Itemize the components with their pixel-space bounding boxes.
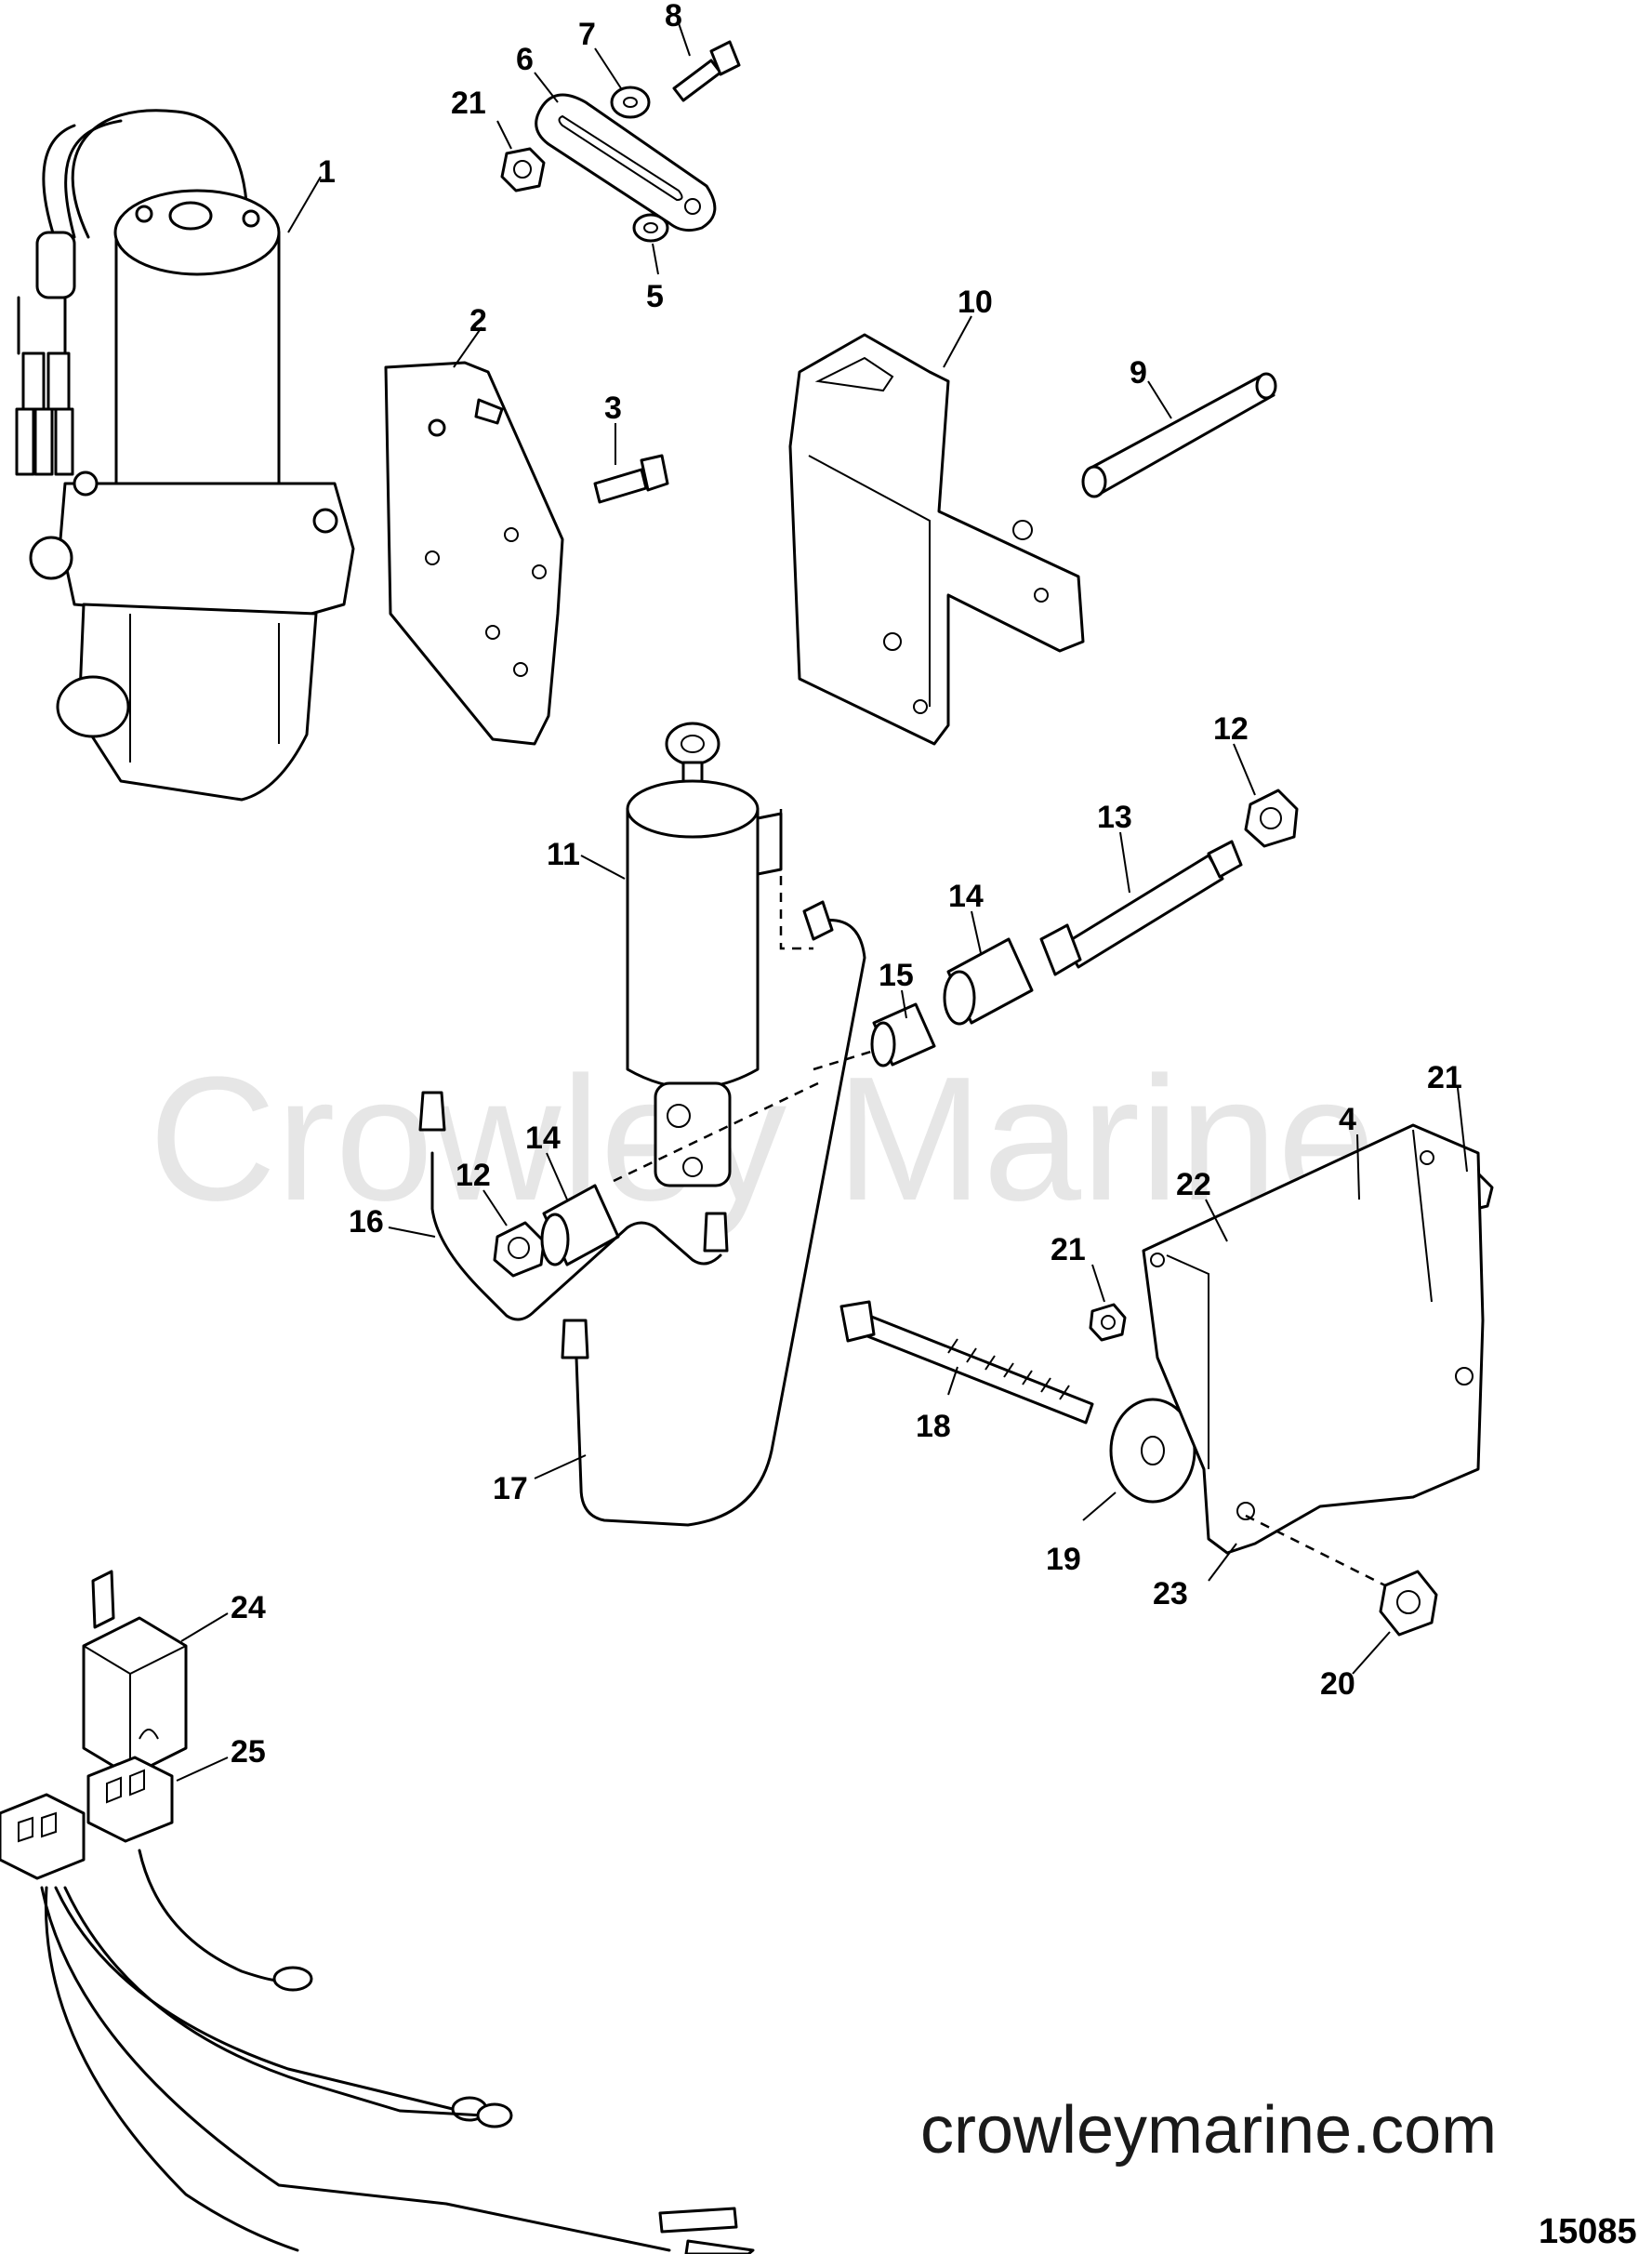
relay-24 <box>82 1570 188 1778</box>
callout-labels: 1 2 3 4 5 6 7 8 9 10 11 12 12 13 14 14 1 <box>176 0 1468 1782</box>
callout-9: 9 <box>1130 355 1147 391</box>
callout-20: 20 <box>1320 1666 1355 1702</box>
nut-20 <box>1379 1570 1438 1637</box>
callout-5: 5 <box>646 279 664 314</box>
bracket-23 <box>1142 1123 1485 1587</box>
nut-12-left <box>493 1221 546 1278</box>
callout-11: 11 <box>547 837 580 872</box>
screw-8 <box>672 40 741 102</box>
nut-21-right-lower <box>1089 1303 1127 1342</box>
callout-21-top: 21 <box>451 86 486 121</box>
pin-9 <box>1081 372 1277 498</box>
bushing-14-left <box>540 1184 620 1266</box>
callout-16: 16 <box>349 1204 384 1240</box>
washer-5 <box>632 213 669 243</box>
watermark: Crowley Marine <box>149 1041 1376 1238</box>
bolt-18 <box>839 1300 1094 1425</box>
website-url: crowleymarine.com <box>920 2093 1497 2168</box>
washer-19 <box>1109 1398 1196 1504</box>
callout-24: 24 <box>231 1590 266 1625</box>
link-6 <box>535 93 717 232</box>
callout-2: 2 <box>469 303 487 338</box>
nut-12-right <box>1244 789 1299 848</box>
sleeve-15 <box>870 1002 936 1067</box>
bracket-10 <box>788 333 1085 746</box>
callout-14-left: 14 <box>525 1120 561 1156</box>
callout-3: 3 <box>604 391 622 426</box>
callout-13: 13 <box>1097 800 1132 835</box>
mounting-plate <box>384 361 564 746</box>
callout-22: 22 <box>1176 1167 1211 1202</box>
washer-7 <box>610 86 651 119</box>
hydraulic-line-17 <box>561 900 866 1527</box>
callout-21-right: 21 <box>1427 1060 1462 1095</box>
callout-15: 15 <box>879 958 914 993</box>
callout-4: 4 <box>1339 1102 1356 1137</box>
hydraulic-line-16 <box>418 1091 729 1321</box>
callout-12-left: 12 <box>456 1158 491 1193</box>
shaft-13 <box>1039 840 1243 976</box>
callout-6: 6 <box>516 42 534 77</box>
callout-10: 10 <box>958 285 993 320</box>
callout-8: 8 <box>665 0 682 33</box>
callout-23: 23 <box>1153 1576 1188 1611</box>
callout-12-right: 12 <box>1213 711 1249 747</box>
screw-3 <box>593 454 669 504</box>
callout-21-lower: 21 <box>1051 1232 1086 1267</box>
callout-18: 18 <box>916 1409 951 1444</box>
callout-17: 17 <box>493 1471 528 1506</box>
wiring-harness-25 <box>0 1756 755 2254</box>
callout-25: 25 <box>231 1734 266 1770</box>
figure-number: 15085 <box>1539 2212 1637 2251</box>
trim-cylinder <box>626 722 813 1187</box>
trim-pump-motor <box>15 109 355 802</box>
callout-7: 7 <box>578 17 596 52</box>
callout-14-right: 14 <box>948 879 984 914</box>
callout-19: 19 <box>1046 1542 1081 1577</box>
nut-21-top <box>500 147 546 192</box>
bushing-14-right <box>943 937 1034 1026</box>
callout-1: 1 <box>318 154 336 190</box>
